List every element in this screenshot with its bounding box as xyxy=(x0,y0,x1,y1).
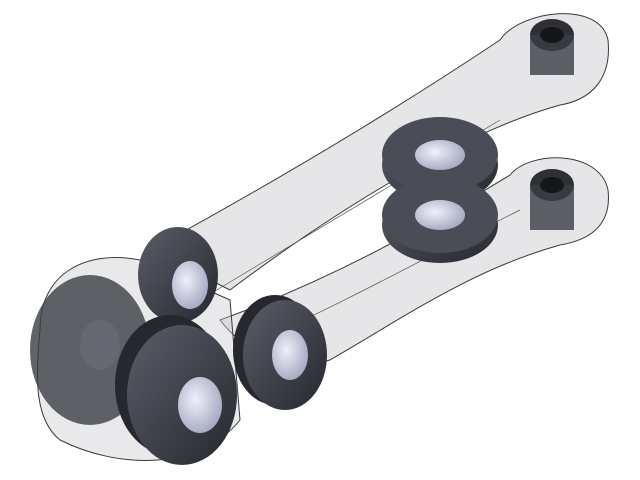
center-washer-bottom xyxy=(382,177,498,263)
back-washer xyxy=(138,227,218,323)
middle-washer xyxy=(233,295,327,410)
front-washer xyxy=(115,315,237,465)
lower-bushing xyxy=(530,169,574,230)
upper-bushing xyxy=(530,19,574,75)
